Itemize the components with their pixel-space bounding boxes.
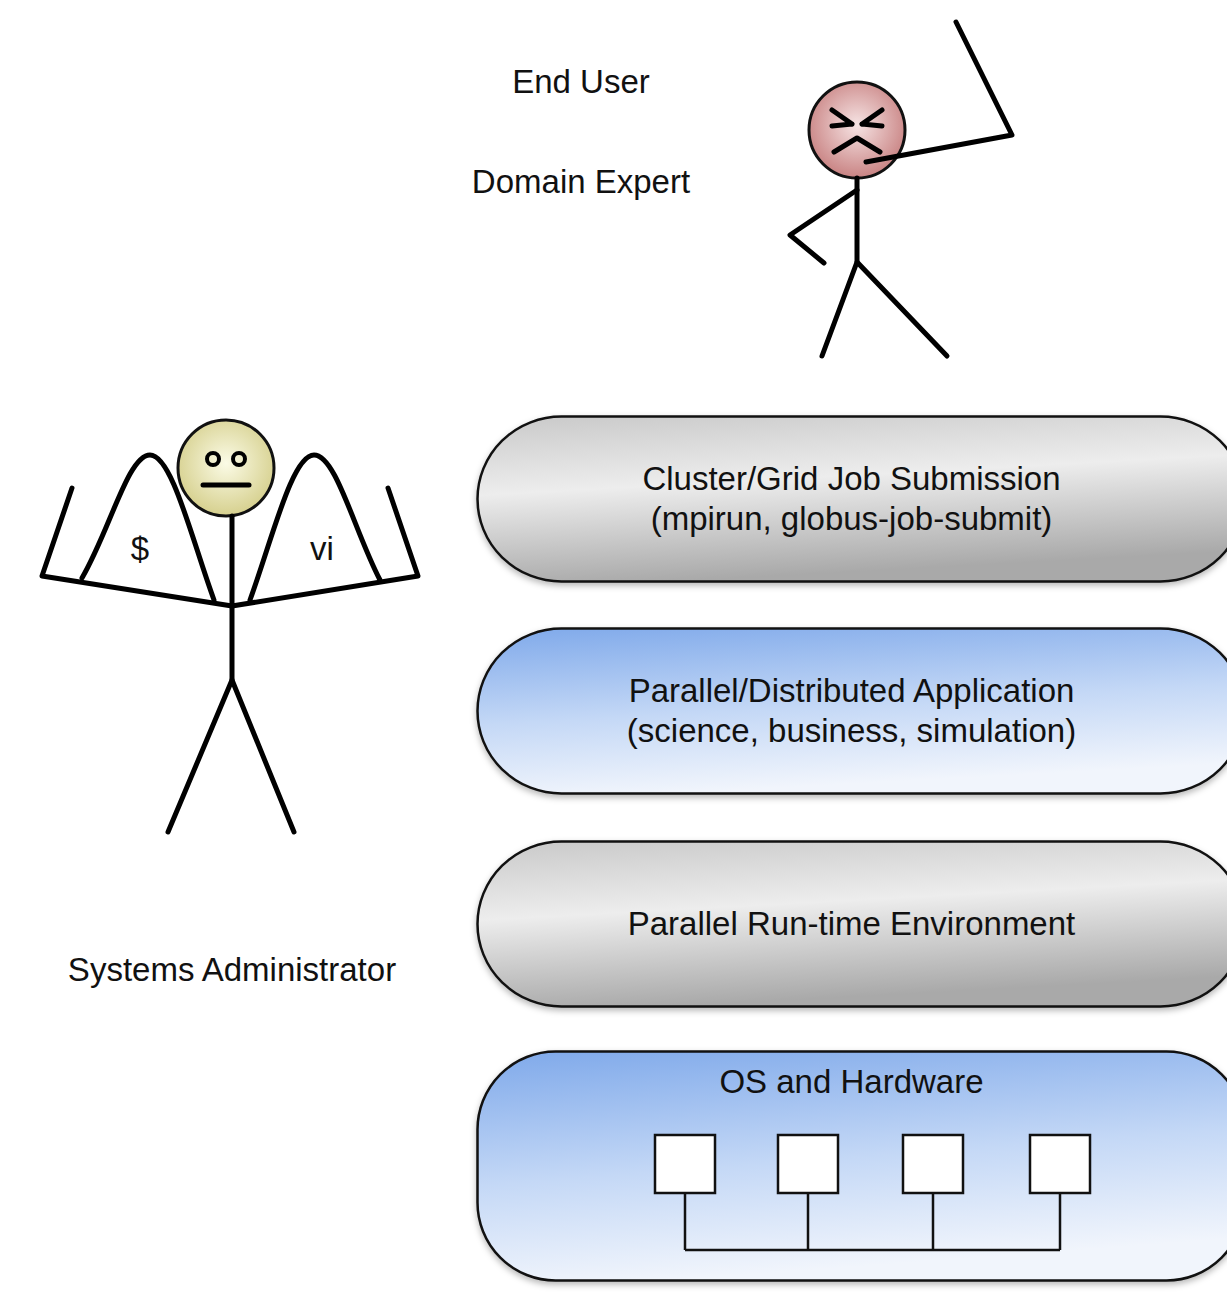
role-label: Domain Expert	[472, 163, 690, 201]
role-label: End User	[512, 63, 650, 101]
tool-label: vi	[310, 530, 334, 568]
computer-nodes	[655, 1135, 1090, 1250]
layer-band: Parallel Run-time Environment	[476, 840, 1227, 1008]
pill-outline	[476, 627, 1227, 795]
pill-outline	[476, 415, 1227, 583]
role-label: Systems Administrator	[68, 951, 396, 989]
layer-title: Cluster/Grid Job Submission	[642, 459, 1060, 499]
end-user-figure	[790, 22, 1012, 356]
sysadmin-figure	[42, 420, 418, 832]
layer-title: Parallel/Distributed Application	[629, 671, 1075, 711]
layer-examples: (science, business, simulation)	[627, 711, 1076, 751]
layer-band: Parallel/Distributed Application(science…	[476, 627, 1227, 795]
tool-label: $	[131, 530, 149, 568]
layer-title: OS and Hardware	[719, 1062, 983, 1102]
layer-band: Cluster/Grid Job Submission(mpirun, glob…	[476, 415, 1227, 583]
layer-examples: (mpirun, globus-job-submit)	[651, 499, 1053, 539]
layer-title: Parallel Run-time Environment	[628, 904, 1076, 944]
hardware-band: OS and Hardware	[476, 1050, 1227, 1282]
